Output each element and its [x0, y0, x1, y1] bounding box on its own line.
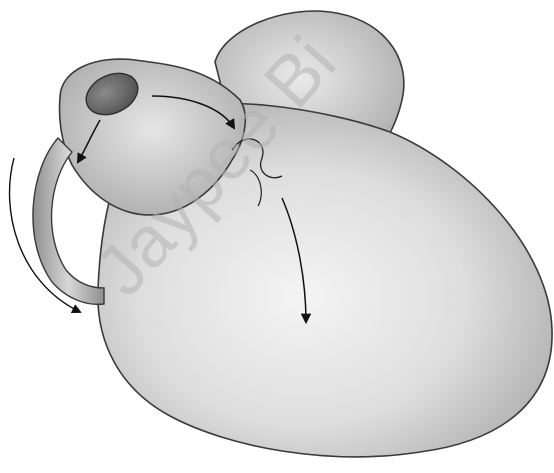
anatomical-diagram: Jaypee Bi — [0, 0, 554, 473]
